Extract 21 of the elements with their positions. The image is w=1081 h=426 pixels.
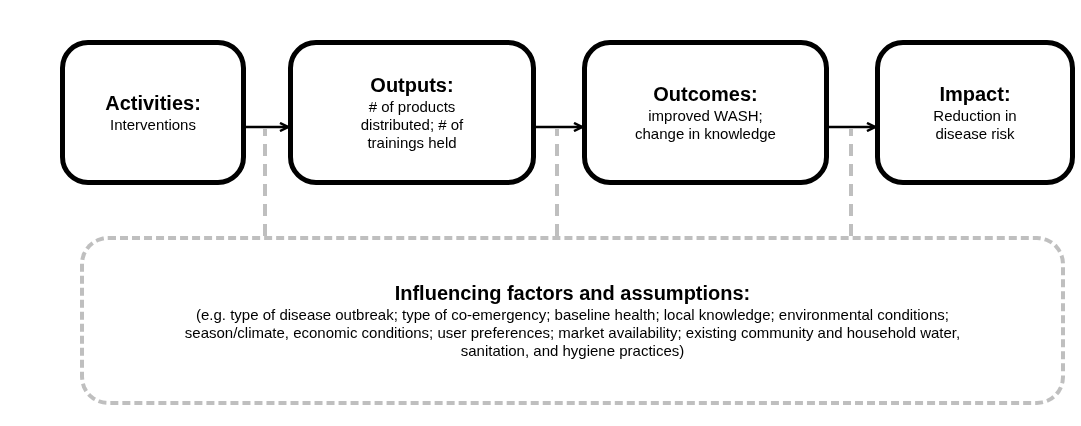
process-box [582,40,829,185]
box-text: improved WASH; change in knowledge [634,107,777,143]
process-box [875,40,1075,185]
box-text: Reduction in disease risk [932,107,1018,143]
arrow [536,121,584,133]
box-heading: Activities: [105,91,201,116]
box-heading: Outcomes: [653,82,758,107]
box-heading: Influencing factors and assumptions: [394,281,751,306]
arrow [246,121,290,133]
arrow [829,121,877,133]
process-box [60,40,246,185]
dashed-factors-box [80,236,1065,405]
process-box [288,40,536,185]
dashed-connector [849,129,853,236]
dashed-connector [263,129,267,236]
box-text: (e.g. type of disease outbreak; type of co-emergency; baseline health; local knowledge; environmental conditions; season/climate, economic conditions; user preferences; market availability; existing community and household water, sanitation, and hygiene practices) [183,306,962,360]
box-text: Interventions [110,116,196,134]
box-text: # of products distributed; # of trainings held [359,98,465,152]
box-heading: Outputs: [370,73,454,98]
box-heading: Impact: [939,82,1011,107]
dashed-connector [555,129,559,236]
